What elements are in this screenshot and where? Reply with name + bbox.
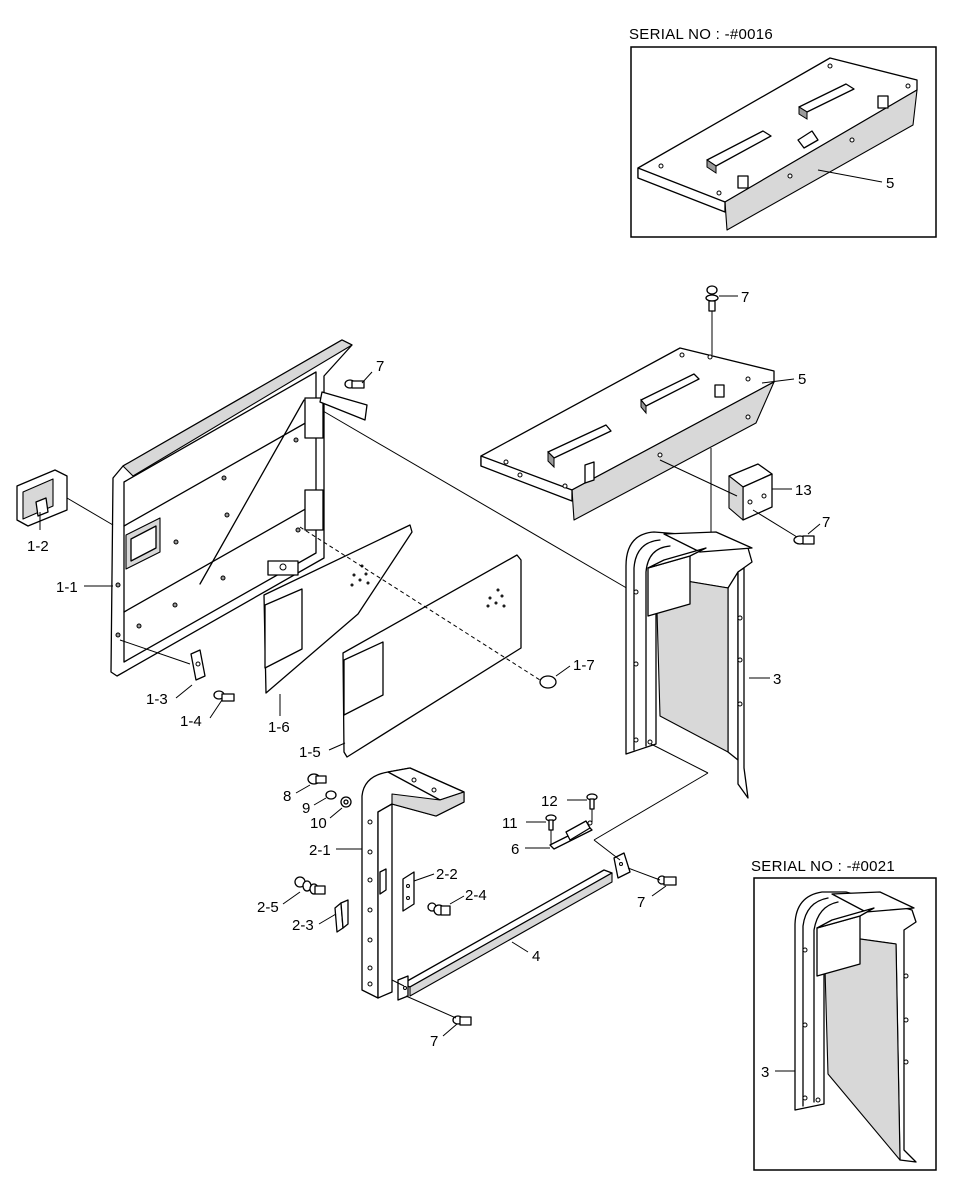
leader-1-5 — [328, 742, 346, 751]
assembly-line-7-crossbar — [405, 995, 457, 1019]
part-1-4-screw — [213, 690, 235, 702]
inset-top: SERIAL NO : -#0016 5 — [629, 26, 937, 238]
part-2-1-pillar — [361, 767, 465, 999]
door-frame-bolts — [115, 437, 301, 638]
inset-bottom: SERIAL NO : -#0021 3 — [751, 858, 937, 1171]
leader-2-5 — [282, 891, 301, 905]
part-3-side-bracket — [625, 531, 753, 799]
callout-7-door: 7 — [376, 358, 384, 375]
callout-1-5: 1-5 — [299, 744, 321, 761]
inset-bottom-bracket — [794, 891, 917, 1163]
callout-1-7: 1-7 — [573, 657, 595, 674]
part-8-bolt — [307, 773, 327, 785]
callout-10: 10 — [310, 815, 327, 832]
callout-4: 4 — [532, 948, 540, 965]
assembly-line-bracket-crossbar — [650, 743, 709, 774]
callout-6: 6 — [511, 841, 519, 858]
part-4-crossbar — [397, 852, 631, 1001]
callout-5: 5 — [798, 371, 806, 388]
part-1-6-panel — [263, 524, 413, 694]
callout-5-inset: 5 — [886, 175, 894, 192]
part-2-4-bolt — [427, 902, 451, 916]
callout-1-3: 1-3 — [146, 691, 168, 708]
leader-8 — [295, 784, 311, 794]
part-12-screw — [586, 793, 598, 810]
panel-1-5-perforations — [486, 588, 506, 608]
part-2-5-bolt — [294, 876, 326, 895]
leader-4 — [511, 941, 529, 953]
callout-1-1: 1-1 — [56, 579, 78, 596]
callout-2-1: 2-1 — [309, 842, 331, 859]
part-7-screw-right — [657, 875, 677, 886]
callout-1-6: 1-6 — [268, 719, 290, 736]
part-5-plate — [480, 347, 775, 521]
part-2-3-bracket — [334, 899, 349, 933]
part-13-bracket — [728, 463, 773, 521]
callout-7-13: 7 — [822, 514, 830, 531]
part-2-2-plate — [379, 868, 415, 912]
callout-3-inset: 3 — [761, 1064, 769, 1081]
callout-7-crossbar: 7 — [430, 1033, 438, 1050]
leader-9 — [313, 797, 327, 806]
part-10-washer — [340, 796, 352, 808]
inset-top-plate — [637, 57, 918, 231]
callout-12: 12 — [541, 793, 558, 810]
leader-1-7 — [555, 665, 571, 677]
part-1-2-latch — [16, 469, 68, 527]
callout-7-right: 7 — [637, 894, 645, 911]
assembly-line-7-right — [627, 867, 661, 881]
assembly-line-bracket-crossbar-2 — [593, 772, 709, 841]
part-9-washer — [325, 790, 337, 800]
part-1-7-plug — [539, 675, 557, 689]
assembly-line-13-plate — [659, 459, 738, 497]
callout-8: 8 — [283, 788, 291, 805]
leader-7-door — [361, 371, 373, 384]
assembly-line-crossbar-right — [593, 839, 621, 861]
callout-2-2: 2-2 — [436, 866, 458, 883]
leader-5 — [761, 378, 795, 384]
leader-7-right — [651, 885, 667, 897]
inset-bottom-title: SERIAL NO : -#0021 — [751, 858, 895, 875]
callout-1-2: 1-2 — [27, 538, 49, 555]
callout-7-plate: 7 — [741, 289, 749, 306]
leader-1-3 — [175, 684, 193, 699]
callout-9: 9 — [302, 800, 310, 817]
leader-2-4 — [449, 895, 465, 905]
callout-3: 3 — [773, 671, 781, 688]
part-7-screw-plate — [705, 285, 719, 312]
inset-bottom-frame — [753, 877, 937, 1171]
assembly-line-crossbar-pillar — [391, 979, 405, 987]
leader-7-13 — [807, 523, 821, 535]
leader-1-2-door — [66, 497, 114, 526]
callout-11: 11 — [502, 815, 518, 832]
assembly-line-7-13 — [752, 509, 798, 538]
callout-2-3: 2-3 — [292, 917, 314, 934]
leader-10 — [329, 807, 343, 819]
leader-7-crossbar — [442, 1023, 458, 1037]
leader-2-2 — [413, 873, 435, 882]
dash-1-7-door — [299, 526, 541, 681]
callout-2-4: 2-4 — [465, 887, 487, 904]
leader-1-4 — [209, 699, 223, 719]
leader-2-3 — [318, 913, 337, 925]
leader-1-3-door — [119, 639, 191, 665]
part-7-screw-13 — [793, 535, 815, 545]
part-6-latch — [549, 820, 593, 850]
callout-1-4: 1-4 — [180, 713, 202, 730]
callout-13: 13 — [795, 482, 812, 499]
leader-5-inset — [817, 169, 883, 183]
part-1-3-clip — [190, 649, 206, 681]
part-1-1-door-frame — [110, 339, 353, 677]
part-1-5-panel — [342, 554, 522, 758]
assembly-line-door-bracket — [322, 410, 631, 591]
callout-2-5: 2-5 — [257, 899, 279, 916]
inset-top-title: SERIAL NO : -#0016 — [629, 26, 773, 43]
part-7-screw-door — [319, 379, 368, 421]
inset-top-frame — [630, 46, 937, 238]
part-11-screw — [545, 814, 557, 831]
